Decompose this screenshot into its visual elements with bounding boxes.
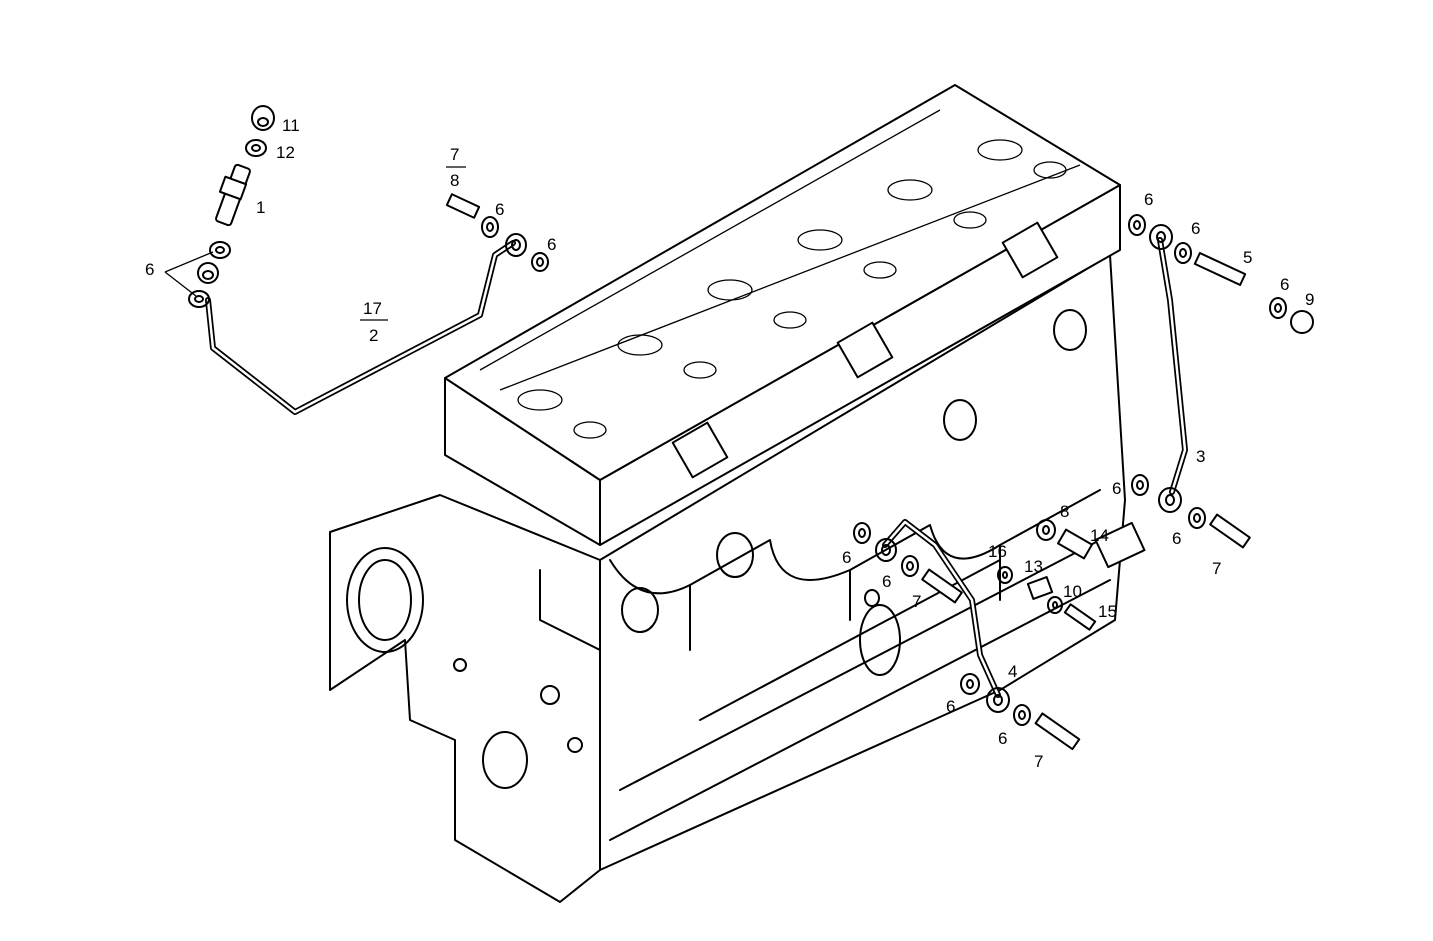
callout: 6 — [1172, 529, 1181, 548]
callout: 8 — [1060, 502, 1069, 521]
callout: 3 — [1196, 447, 1205, 466]
engine-block — [329, 84, 1126, 903]
callout: 6 — [145, 260, 154, 279]
callout: 6 — [946, 697, 955, 716]
callout: 6 — [1191, 219, 1200, 238]
callout: 6 — [1112, 479, 1121, 498]
callout: 13 — [1024, 557, 1043, 576]
callout: 6 — [998, 729, 1007, 748]
callout: 5 — [1243, 248, 1252, 267]
callout: 9 — [1305, 290, 1314, 309]
pipe-4 — [882, 519, 1001, 698]
block-front-face — [329, 494, 601, 903]
callout: 7 — [1212, 559, 1221, 578]
callout: 17 — [363, 299, 382, 318]
callout: 6 — [495, 200, 504, 219]
callout: 15 — [1098, 602, 1117, 621]
callout-labels: 11 12 1 6 7 8 6 6 17 2 6 6 5 6 9 3 6 8 1… — [145, 116, 1314, 771]
cylinder-head-top — [444, 84, 1121, 481]
callout: 8 — [450, 171, 459, 190]
callout: 4 — [1008, 662, 1017, 681]
callout: 6 — [1144, 190, 1153, 209]
callout: 11 — [282, 116, 300, 135]
leader-6b — [164, 271, 197, 297]
washers — [188, 105, 1314, 726]
callout: 10 — [1063, 582, 1082, 601]
callout: 2 — [369, 326, 378, 345]
pipe-17 — [205, 240, 516, 415]
callout: 12 — [276, 143, 295, 162]
pipe-3 — [1157, 237, 1188, 495]
callout: 16 — [988, 542, 1007, 561]
callout: 1 — [256, 198, 265, 217]
callout: 14 — [1090, 526, 1109, 545]
callout: 6 — [842, 548, 851, 567]
callout: 7 — [450, 145, 459, 164]
callout: 6 — [882, 572, 891, 591]
callout: 6 — [547, 235, 556, 254]
callout: 7 — [1034, 752, 1043, 771]
callout: 6 — [1280, 275, 1289, 294]
callout: 7 — [912, 592, 921, 611]
leader-6 — [164, 251, 214, 273]
bolts — [215, 163, 1251, 751]
